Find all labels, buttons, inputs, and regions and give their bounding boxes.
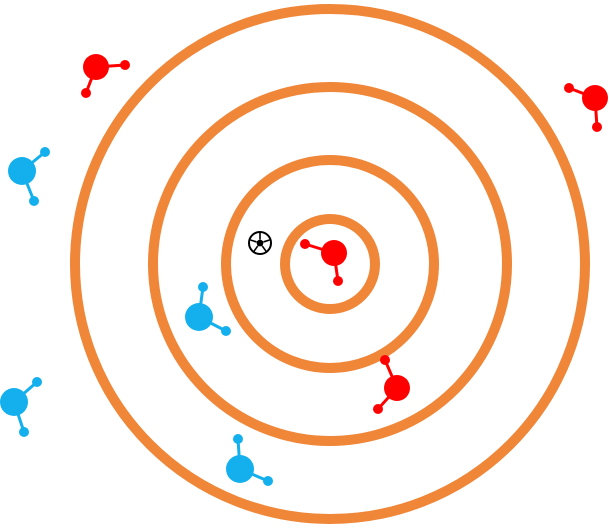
ring-third [148,82,512,446]
red-player[interactable] [564,83,608,132]
blue-player[interactable] [185,282,231,336]
red-team [81,54,608,414]
target-rings [70,4,590,524]
red-player[interactable] [373,355,410,414]
blue-team [0,147,273,486]
blue-player[interactable] [0,377,42,437]
blue-player[interactable] [226,434,273,486]
red-player[interactable] [81,54,130,98]
ring-outer [70,4,590,524]
red-player[interactable] [300,239,347,286]
ring-inner [280,214,380,314]
soccer-ball-icon[interactable] [248,231,272,255]
ring-second [221,155,439,373]
blue-player[interactable] [8,147,50,206]
